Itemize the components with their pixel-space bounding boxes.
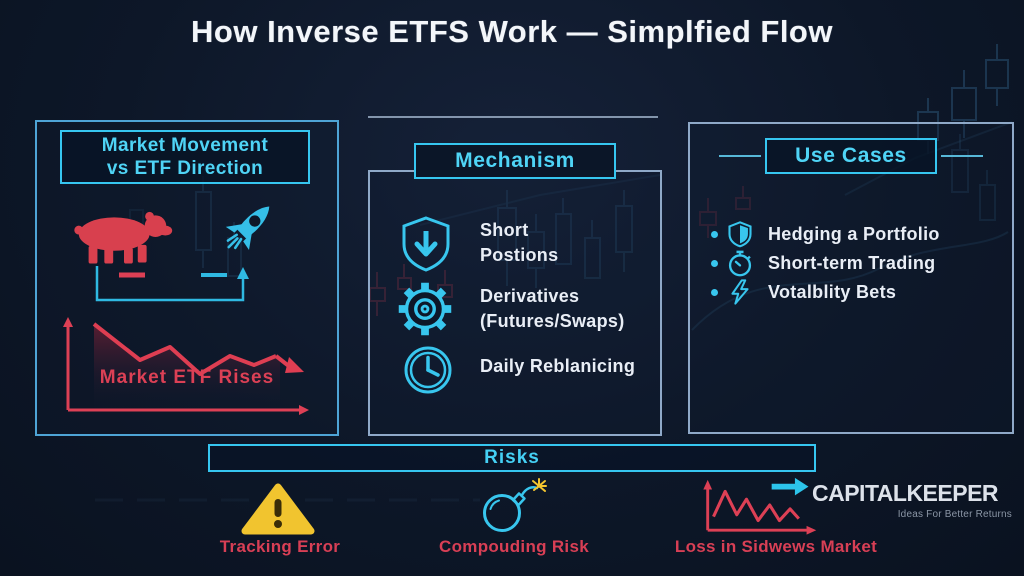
page-title: How Inverse ETFS Work — Simplfied Flow (191, 14, 833, 49)
use-cases-panel: Use Cases Hedging a Portfolio Short-term… (688, 122, 1014, 434)
bullet-dot (711, 288, 718, 296)
title-connector-line (719, 155, 761, 157)
mechanism-item-label: Short Postions (480, 220, 559, 265)
mechanism-top-divider (368, 116, 658, 118)
warning-triangle-icon (241, 483, 315, 535)
mechanism-item-label: Derivatives (Futures/Swaps) (480, 286, 625, 331)
market-etf-rises-label: Market ETF Rises (99, 367, 275, 388)
brand-logo-name: CAPITALKEEPER (812, 480, 999, 506)
rocket-icon (225, 206, 270, 251)
use-case-item: Votalblity Bets (690, 277, 1012, 307)
risk-label: Compouding Risk (439, 537, 589, 556)
brand-logo-tagline: Ideas For Better Returns (897, 509, 1012, 520)
mechanism-panel-title: Mechanism (414, 143, 616, 179)
risks-title: Risks (484, 447, 540, 468)
direction-bracket-graphic (95, 266, 249, 302)
use-cases-title-row: Use Cases (690, 138, 1012, 174)
bomb-icon (483, 478, 547, 532)
bullet-dot (711, 230, 718, 238)
use-cases-panel-title: Use Cases (765, 138, 937, 174)
use-case-item: Hedging a Portfolio (690, 219, 1012, 249)
sideways-market-chart-icon (703, 477, 817, 535)
risk-label: Tracking Error (219, 537, 341, 556)
gear-icon (398, 282, 452, 336)
use-case-label: Votalblity Bets (768, 281, 897, 302)
market-movement-panel-title: Market Movement vs ETF Direction (60, 130, 310, 184)
mechanism-item-label: Daily Reblanicing (480, 356, 636, 376)
bear-icon (74, 211, 173, 264)
bullet-dot (711, 259, 718, 267)
risk-label: Loss in Sidwews Market (674, 537, 878, 556)
use-case-label: Hedging a Portfolio (768, 223, 940, 244)
shield-icon (728, 221, 752, 248)
use-case-label: Short-term Trading (768, 252, 936, 273)
shield-down-arrow-icon (402, 216, 450, 272)
market-movement-title-line2: vs ETF Direction (106, 158, 264, 179)
lightning-icon (731, 279, 749, 305)
mechanism-panel: Mechanism Short Postions (368, 143, 662, 436)
stopwatch-icon (728, 250, 752, 277)
clock-icon (404, 346, 452, 394)
declining-market-chart (63, 317, 309, 415)
brand-logo: CAPITALKEEPER Ideas For Better Returns (812, 480, 1012, 520)
market-movement-panel: Market Movement vs ETF Direction (35, 120, 339, 436)
title-connector-line (941, 155, 983, 157)
risks-bar: Risks (208, 444, 816, 472)
market-movement-title-line1: Market Movement (101, 135, 269, 156)
use-case-item: Short-term Trading (690, 248, 1012, 278)
